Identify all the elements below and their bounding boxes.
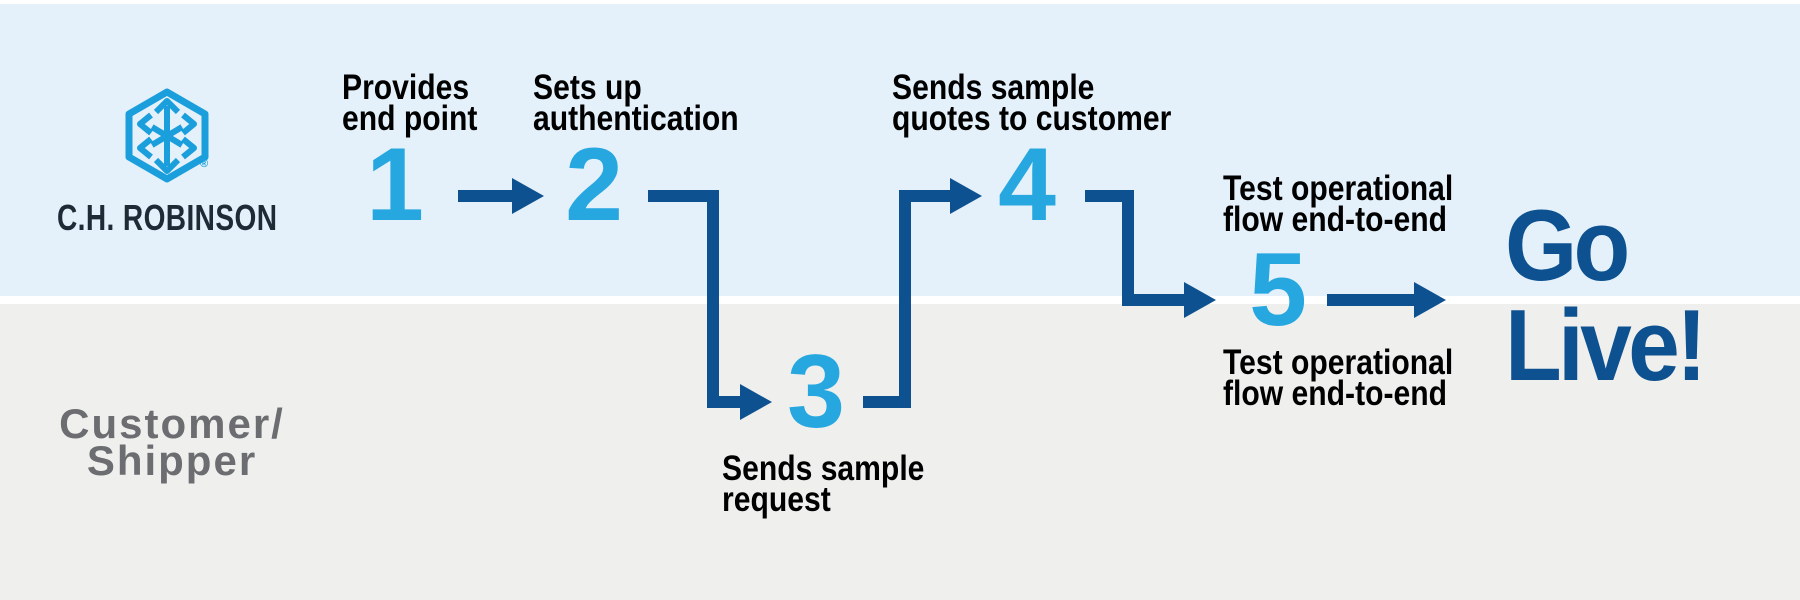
- step-5-label-above: Test operational flow end-to-end: [1223, 169, 1454, 239]
- step-1-label: Provides end point: [342, 68, 478, 138]
- step-3-number: 3: [787, 334, 845, 450]
- brand-wordmark: C.H. ROBINSON: [57, 197, 278, 238]
- registered-trademark: ®: [200, 158, 209, 170]
- go-live-text: Go Live!: [1505, 190, 1707, 402]
- step-1-number: 1: [366, 127, 424, 243]
- step-2-number: 2: [565, 127, 623, 243]
- lane-label-customer-shipper: Customer/ Shipper: [59, 400, 285, 484]
- step-3-label: Sends sample request: [722, 449, 925, 519]
- step-5-number: 5: [1249, 232, 1307, 348]
- step-4-label: Sends sample quotes to customer: [892, 68, 1172, 138]
- chrobinson-logo-icon: [125, 88, 209, 183]
- step-2-label: Sets up authentication: [533, 68, 739, 138]
- step-4-number: 4: [998, 127, 1056, 243]
- step-5-label-below: Test operational flow end-to-end: [1223, 343, 1454, 413]
